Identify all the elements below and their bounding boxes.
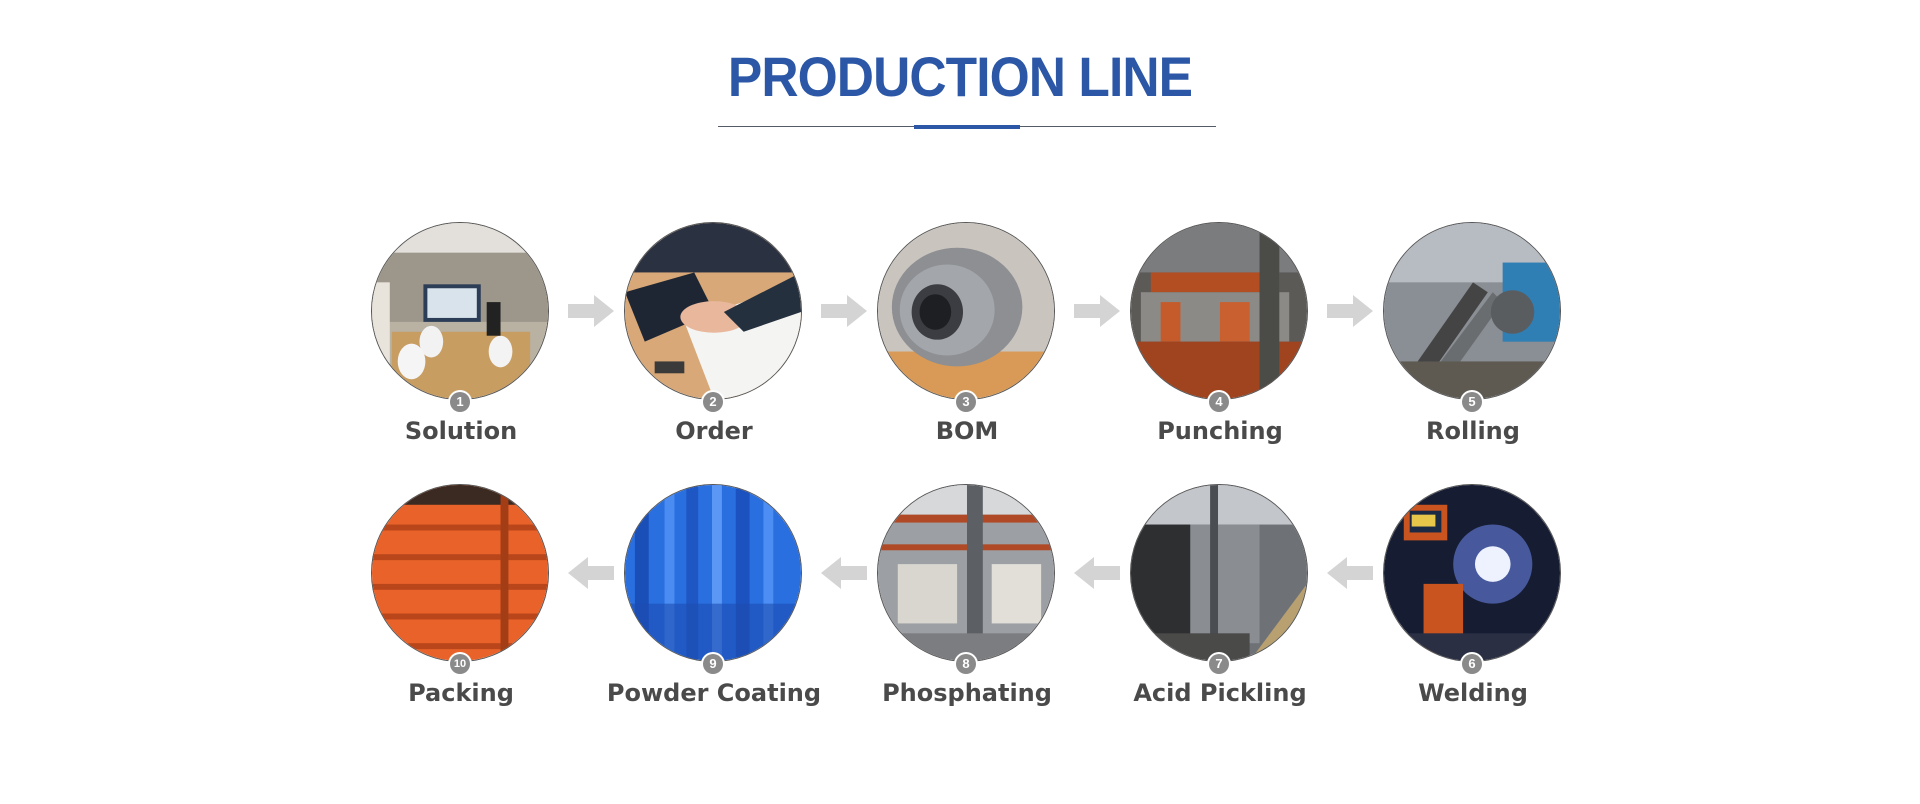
step-label: BOM [935,417,999,445]
phosphating-photo [877,484,1055,662]
welding-photo [1383,484,1561,662]
step-number-badge: 4 [1209,392,1229,412]
packing-photo [371,484,549,662]
title-divider-accent [914,125,1020,129]
step-label: Welding [1418,679,1528,707]
step-number-badge: 7 [1209,654,1229,674]
solution-photo [371,222,549,400]
step-order: 2 Order [594,222,834,462]
step-label: Packing [408,679,514,707]
step-number-badge: 3 [956,392,976,412]
order-photo [624,222,802,400]
step-label: Acid Pickling [1133,679,1307,707]
step-label: Solution [404,417,518,445]
step-phosphating: 8 Phosphating [847,484,1087,724]
acid-pickling-photo [1130,484,1308,662]
arrow-left-icon [568,557,614,589]
step-number-badge: 6 [1462,654,1482,674]
step-number-badge: 10 [450,654,470,674]
arrow-right-icon [1074,295,1120,327]
arrow-right-icon [821,295,867,327]
step-packing: 10 Packing [341,484,581,724]
step-number-badge: 5 [1462,392,1482,412]
bom-photo [877,222,1055,400]
step-number-badge: 2 [703,392,723,412]
step-acid-pickling: 7 Acid Pickling [1100,484,1340,724]
step-punching: 4 Punching [1100,222,1340,462]
step-label: Punching [1157,417,1283,445]
step-label: Powder Coating [606,679,822,707]
powder-coating-photo [624,484,802,662]
step-number-badge: 8 [956,654,976,674]
step-welding: 6 Welding [1353,484,1593,724]
step-powder-coating: 9 Powder Coating [594,484,834,724]
arrow-left-icon [821,557,867,589]
arrow-right-icon [568,295,614,327]
step-bom: 3 BOM [847,222,1087,462]
step-label: Order [675,417,753,445]
step-solution: 1 Solution [341,222,581,462]
step-number-badge: 1 [450,392,470,412]
arrow-right-icon [1327,295,1373,327]
step-rolling: 5 Rolling [1353,222,1593,462]
step-label: Phosphating [882,679,1052,707]
punching-photo [1130,222,1308,400]
step-label: Rolling [1426,417,1520,445]
arrow-left-icon [1327,557,1373,589]
page-title: PRODUCTION LINE [727,45,1193,108]
arrow-left-icon [1074,557,1120,589]
rolling-photo [1383,222,1561,400]
step-number-badge: 9 [703,654,723,674]
